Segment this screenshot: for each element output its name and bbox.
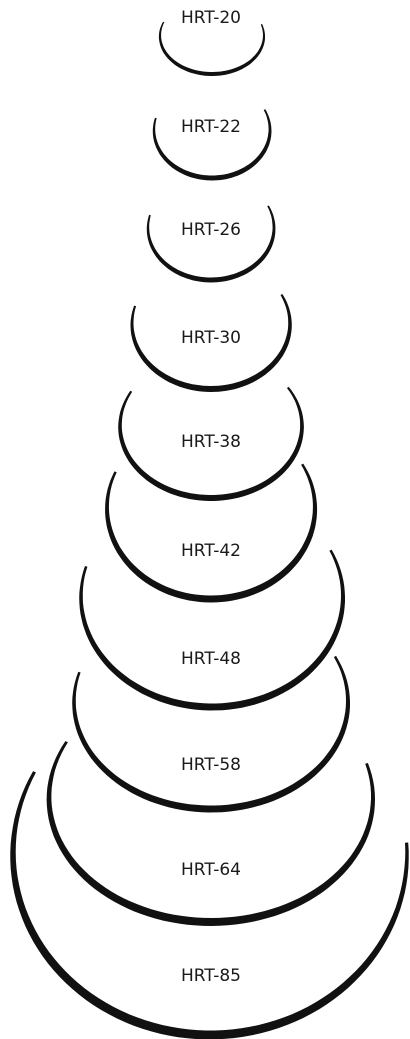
needle-label-hrt-20: HRT-20	[181, 8, 241, 28]
needle-label-hrt-48: HRT-48	[181, 649, 241, 669]
needle-arc-hrt-58	[72, 655, 350, 813]
needle-arc-hrt-48	[79, 549, 345, 711]
needle-label-hrt-22: HRT-22	[181, 117, 241, 137]
needle-label-hrt-85: HRT-85	[181, 966, 241, 986]
needle-label-hrt-64: HRT-64	[181, 860, 241, 880]
needle-label-hrt-58: HRT-58	[181, 755, 241, 775]
needle-arc-hrt-42	[105, 463, 318, 603]
needle-arc-hrt-20	[158, 21, 265, 76]
needle-label-hrt-38: HRT-38	[181, 432, 241, 452]
needle-label-hrt-42: HRT-42	[181, 541, 241, 561]
needle-label-hrt-26: HRT-26	[181, 220, 241, 240]
needle-label-hrt-30: HRT-30	[181, 328, 241, 348]
needle-arc-hrt-26	[146, 205, 276, 283]
